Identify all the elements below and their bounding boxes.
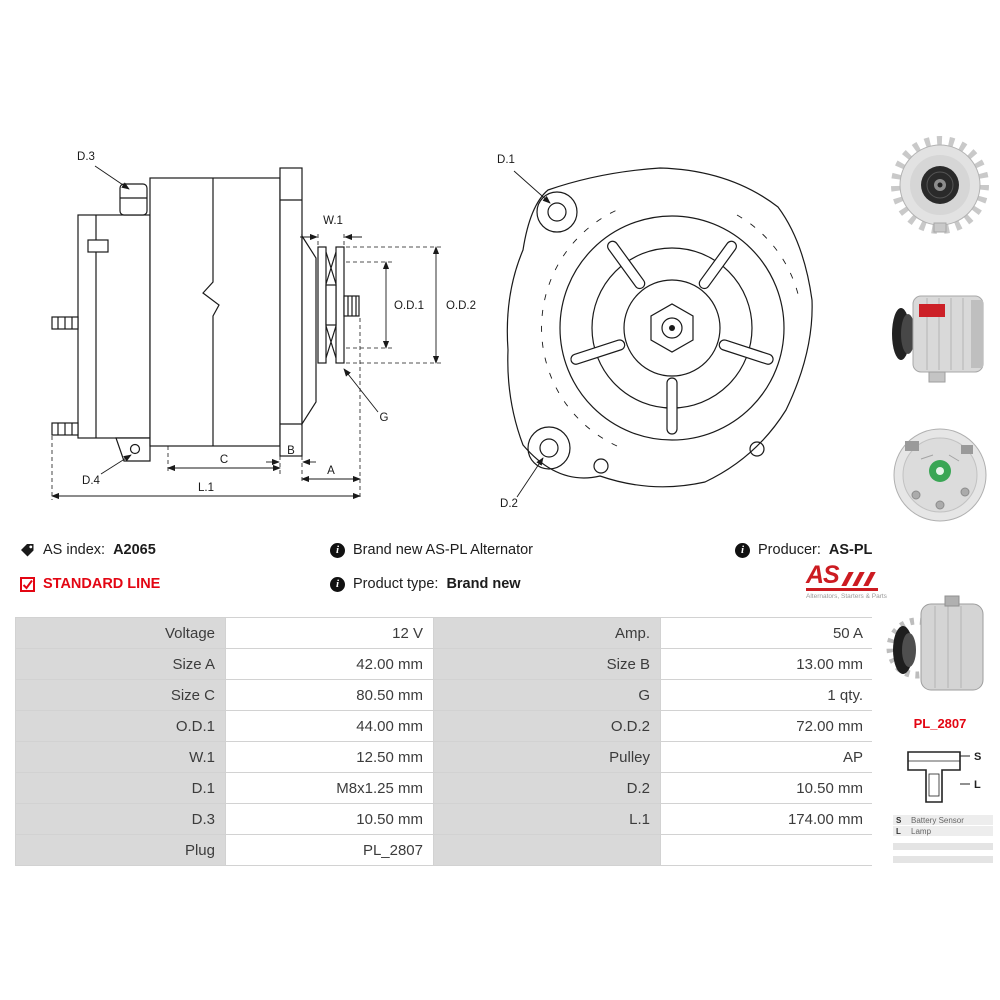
standard-line-label: STANDARD LINE [43,576,161,592]
logo-text: AS [806,561,840,589]
legend-divider [893,856,993,863]
side-view-dimensions: D.3 D.4 W.1 O.D.1 O.D.2 G C B A L.1 [51,151,476,500]
legend-pin: S [896,815,902,825]
legend-desc: Battery Sensor [911,815,964,825]
brand-new-row: i Brand new AS-PL Alternator [330,542,533,558]
dim-label-a: A [327,465,335,477]
plug-code: PL_2807 [913,716,967,731]
logo-tagline: Alternators, Starters & Parts [806,593,887,600]
logo-stripe [841,572,854,586]
spec-label: Amp. [434,618,660,648]
spec-value: 13.00 mm [661,649,873,679]
product-photo-rear [882,425,998,525]
spec-value: PL_2807 [226,835,433,865]
spec-label: Plug [16,835,225,865]
dim-label-d4: D.4 [82,475,101,487]
as-pl-logo: AS Alternators, Starters & Parts [806,561,887,600]
spec-label: Pulley [434,742,660,772]
product-type-value: Brand new [446,576,521,592]
dim-label-od2: O.D.2 [446,300,476,312]
producer-row: i Producer: AS-PL [735,542,872,558]
plug-legend: S Battery Sensor L Lamp [893,815,993,863]
spec-label: D.3 [16,804,225,834]
dim-label-c: C [220,454,228,466]
spec-value: 12.50 mm [226,742,433,772]
tag-icon [21,543,34,556]
spec-value: 10.50 mm [661,773,873,803]
spec-value: 12 V [226,618,433,648]
spec-label: D.2 [434,773,660,803]
plug-diagram: S L [907,751,981,803]
spec-label: O.D.1 [16,711,225,741]
plug-pin-l: L [974,779,981,791]
product-type-row: i Product type: Brand new [330,576,521,592]
spec-value: 42.00 mm [226,649,433,679]
product-photo-side [882,280,998,388]
dim-label-d2: D.2 [500,498,518,510]
dim-label-g: G [380,412,389,424]
spec-label: Size B [434,649,660,679]
info-icon: i [735,542,750,558]
logo-stripe [852,572,865,586]
spec-label: D.1 [16,773,225,803]
logo-underline [806,588,878,591]
side-view-drawing [51,167,360,462]
spec-label: L.1 [434,804,660,834]
brand-new-text: Brand new AS-PL Alternator [353,542,534,558]
spec-value: 72.00 mm [661,711,873,741]
legend-pin: L [896,826,901,836]
legend-row-s: S Battery Sensor [893,815,993,826]
spec-value: 44.00 mm [226,711,433,741]
product-type-label: Product type: [353,576,439,592]
producer-value: AS-PL [828,542,873,558]
dim-label-l1: L.1 [198,482,214,494]
spec-value: AP [661,742,873,772]
info-icon: i [330,542,345,558]
info-icon: i [330,576,345,592]
legend-row-l: L Lamp [893,826,993,837]
logo-stripe [863,572,876,586]
spec-label: Size A [16,649,225,679]
dim-label-d1: D.1 [497,154,515,166]
legend-desc: Lamp [911,826,932,836]
spec-table: Voltage 12 V Amp. 50 A Size A 42.00 mm S… [15,617,873,866]
as-index-label: AS index: [43,542,106,558]
legend-divider [893,843,993,850]
spec-value [661,835,873,865]
as-index-value: A2065 [113,542,156,558]
spec-label: O.D.2 [434,711,660,741]
spec-value: 1 qty. [661,680,873,710]
technical-drawing: D.3 D.4 W.1 O.D.1 O.D.2 G C B A L.1 [51,151,813,510]
spec-label: Size C [16,680,225,710]
dim-label-w1: W.1 [323,215,343,227]
dim-label-b: B [287,445,295,457]
as-index-row: AS index: A2065 [20,542,156,558]
dim-label-d3: D.3 [77,151,95,163]
spec-label: Voltage [16,618,225,648]
spec-value: 174.00 mm [661,804,873,834]
front-view-dimensions: D.1 D.2 [497,154,551,510]
front-view-drawing [506,167,813,488]
spec-value: 50 A [661,618,873,648]
spec-value: 80.50 mm [226,680,433,710]
spec-value: 10.50 mm [226,804,433,834]
producer-label: Producer: [758,542,821,558]
product-photo-side-2 [882,590,998,700]
dim-label-od1: O.D.1 [394,300,424,312]
standard-line-row: STANDARD LINE [20,576,160,592]
product-photo-front [882,135,998,235]
plug-pin-s: S [974,751,981,763]
spec-value: M8x1.25 mm [226,773,433,803]
spec-label: W.1 [16,742,225,772]
spec-label [434,835,660,865]
checkbox-checked-icon [20,576,35,592]
spec-label: G [434,680,660,710]
